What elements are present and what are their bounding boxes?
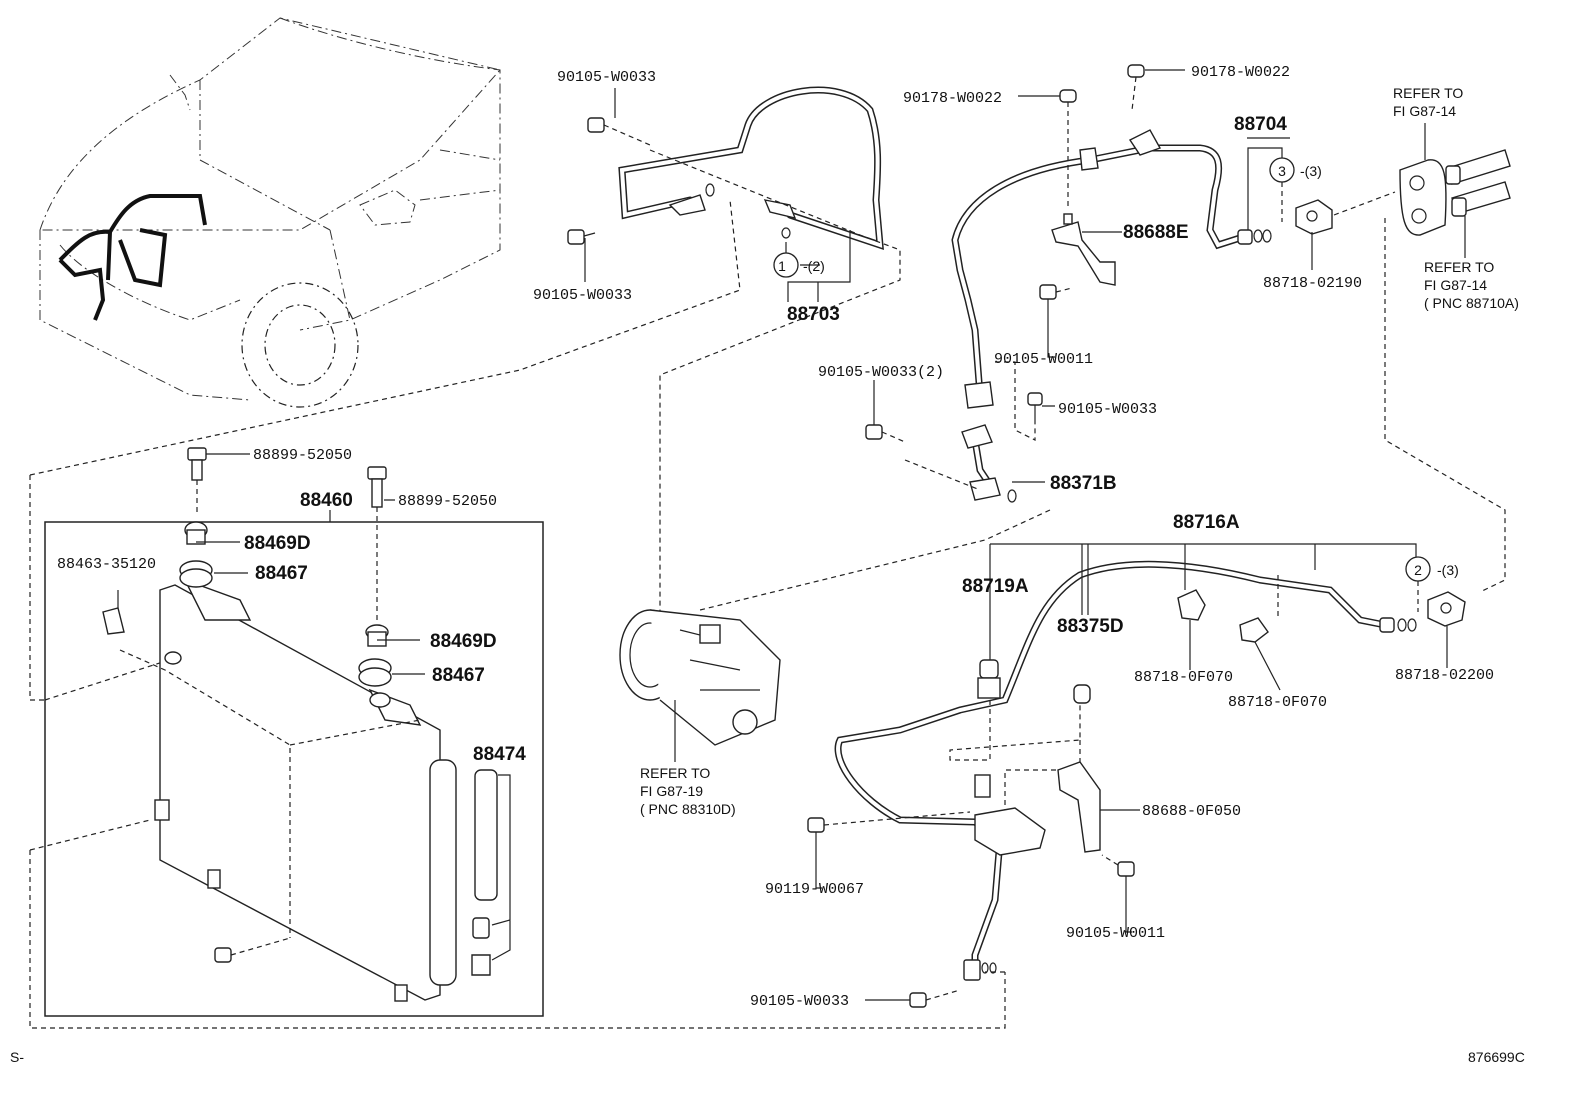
label-88718-0f070-a: 88718-0F070 (1134, 669, 1233, 686)
bolt-condenser-bottom (214, 937, 291, 963)
bolt-88899-52050-b (367, 466, 387, 620)
pipe-88371b (961, 424, 1017, 503)
bolt-90105-w0033-bot (909, 989, 961, 1008)
label-90105-w0033-mid: 90105-W0033 (533, 287, 632, 304)
label-88704: 88704 (1234, 114, 1287, 135)
clamp-88718-0f070-b (1239, 617, 1269, 643)
cushion-88469d-b (365, 624, 389, 647)
label-88719a: 88719A (962, 576, 1029, 597)
label-88703-qty: -(2) (803, 258, 825, 274)
refer-connector-87-14 (1399, 149, 1511, 236)
label-90119-w0067: 90119-W0067 (765, 881, 864, 898)
cushion-88375d (1073, 684, 1091, 704)
bolt-88899-52050-a (187, 447, 207, 515)
label-refer-top-b: FI G87-14 (1393, 103, 1456, 119)
corner-label-left: S- (10, 1049, 24, 1065)
label-90105-w0033-r: 90105-W0033 (1058, 401, 1157, 418)
block-88718-02190 (1295, 199, 1333, 235)
bolt-90105-w0033-mid (567, 229, 596, 245)
label-90105-w0033-2: 90105-W0033(2) (818, 364, 944, 381)
label-88467-b: 88467 (432, 665, 485, 686)
label-88899-52050-b: 88899-52050 (398, 493, 497, 510)
filter-88474 (471, 769, 511, 976)
bracket-lower-pipe (974, 774, 1046, 856)
cushion-88469d-a (184, 521, 208, 545)
label-index-3: 3 (1278, 163, 1286, 179)
compressor (619, 609, 781, 746)
label-88469d-b: 88469D (430, 631, 497, 652)
label-refer-comp-a: REFER TO (640, 765, 710, 781)
label-refer-right-c: ( PNC 88710A) (1424, 295, 1519, 311)
label-90105-w0033-bot: 90105-W0033 (750, 993, 849, 1010)
label-index-1: 1 (778, 258, 786, 274)
pipe-88716a (834, 560, 1417, 981)
block-88718-02200 (1427, 591, 1466, 627)
diagram-id: 876699C (1468, 1049, 1525, 1065)
label-88899-52050-a: 88899-52050 (253, 447, 352, 464)
label-88716a-qty: -(3) (1437, 562, 1459, 578)
label-refer-comp-c: ( PNC 88310D) (640, 801, 736, 817)
bracket-88463-35120 (102, 607, 125, 635)
condenser (154, 578, 457, 1002)
bolt-90105-w0033-2 (865, 424, 981, 491)
label-88704-qty: -(3) (1300, 163, 1322, 179)
label-refer-top-a: REFER TO (1393, 85, 1463, 101)
bracket-88688-0f050 (1057, 761, 1101, 853)
bolt-90105-w0033-r (1027, 392, 1043, 420)
hose-88703 (618, 86, 884, 251)
label-88716a: 88716A (1173, 512, 1240, 533)
bracket-88719a (977, 659, 1001, 699)
label-refer-right-a: REFER TO (1424, 259, 1494, 275)
vehicle-illustration (39, 17, 501, 408)
bolt-90105-w0011-a (1039, 284, 1073, 300)
label-refer-comp-b: FI G87-19 (640, 783, 703, 799)
condenser-box (44, 521, 544, 1017)
label-90105-w0011-b: 90105-W0011 (1066, 925, 1165, 942)
label-88718-0f070-b: 88718-0F070 (1228, 694, 1327, 711)
label-88469d-a: 88469D (244, 533, 311, 554)
nut-90178-w0022-a (1059, 89, 1077, 210)
label-88688e: 88688E (1123, 222, 1189, 243)
index-circle-1 (773, 252, 799, 278)
label-refer-right-b: FI G87-14 (1424, 277, 1487, 293)
label-index-2: 2 (1414, 562, 1422, 578)
label-88718-02200: 88718-02200 (1395, 667, 1494, 684)
label-90178-w0022-b: 90178-W0022 (1191, 64, 1290, 81)
bracket-88688e (1051, 213, 1116, 286)
label-88375d: 88375D (1057, 616, 1124, 637)
label-90105-w0011-a: 90105-W0011 (994, 351, 1093, 368)
label-88371b: 88371B (1050, 473, 1117, 494)
cushion-88467-b (358, 658, 392, 687)
label-88474: 88474 (473, 744, 526, 765)
hose-88704 (951, 129, 1272, 409)
label-88463-35120: 88463-35120 (57, 556, 156, 573)
bolt-90105-w0033-top (587, 117, 651, 146)
cushion-88467-a (179, 560, 213, 588)
bolt-90105-w0011-b (1101, 854, 1135, 877)
index-circle-3 (1269, 157, 1295, 183)
label-88467-a: 88467 (255, 563, 308, 584)
clamp-88718-0f070-a (1177, 589, 1206, 621)
label-88460: 88460 (300, 490, 353, 511)
label-90105-w0033-top: 90105-W0033 (557, 69, 656, 86)
label-90178-w0022-a: 90178-W0022 (903, 90, 1002, 107)
label-88688-0f050: 88688-0F050 (1142, 803, 1241, 820)
label-88703: 88703 (787, 304, 840, 325)
label-88718-02190: 88718-02190 (1263, 275, 1362, 292)
nut-90178-w0022-b (1127, 64, 1145, 111)
